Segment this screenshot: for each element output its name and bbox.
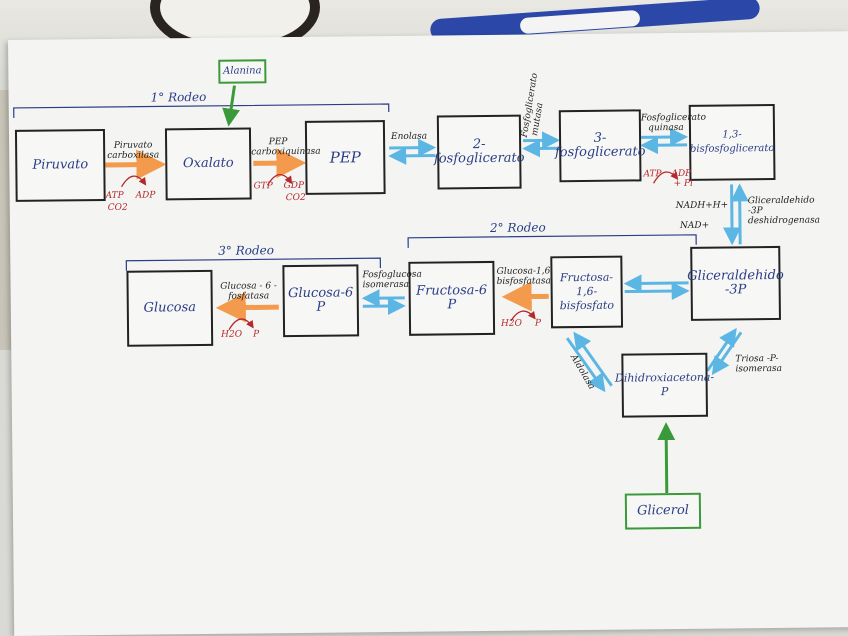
node-alanina: Alanina	[218, 59, 267, 84]
cofactor-co2-1: CO2	[107, 202, 128, 213]
enzyme-pep-carboxiquinasa: PEP carboxiquinasa	[251, 137, 321, 158]
cofactor-gtp: GTP	[253, 181, 273, 192]
rev-pep-2pg	[388, 138, 437, 165]
rev-dhap-gap	[706, 327, 743, 376]
cofactor-h2o-2: H2O	[221, 329, 243, 340]
round-3-title: 3° Rodeo	[218, 243, 275, 258]
pathway-arrows	[13, 85, 749, 494]
cofactor-h2o-1: H2O	[500, 318, 523, 329]
round3-bracket	[125, 257, 382, 271]
round-2-title: 2° Rodeo	[489, 220, 546, 235]
arrow-piruvato-oxalato	[105, 149, 167, 180]
cofactor-nadh: NADH+H+	[675, 200, 729, 212]
round1-bracket	[13, 103, 390, 118]
arrow-oxalato-pep	[253, 148, 307, 179]
arrow-g6p-glucosa	[215, 292, 279, 323]
node-piruvato: Piruvato	[14, 128, 106, 202]
arrow-alanina-oxalato	[222, 85, 240, 127]
node-glicerol: Glicerol	[624, 492, 702, 530]
cofactor-gdp: GDP	[283, 180, 305, 192]
enzyme-enolasa: Enolasa	[390, 131, 428, 142]
node-pep: PEP	[304, 120, 386, 195]
cofactor-atp-1: ATP	[105, 190, 124, 201]
curl-bisfosfatasa	[510, 310, 536, 322]
node-2-fosfoglicerato: 2-fosfoglicerato	[434, 114, 525, 190]
enzyme-triosa-isomerasa: Triosa -P- isomerasa	[735, 353, 782, 375]
node-gliceraldehido-3p: Gliceraldehido -3P	[687, 245, 784, 321]
node-dihidroxiacetona-p: Dihidroxiacetona-P	[615, 352, 714, 418]
node-oxalato: Oxalato	[164, 127, 252, 201]
curl-piruvato-carboxilasa	[120, 175, 147, 188]
enzyme-fosfoglicerato-quinasa: Fosfoglicerato quinasa	[640, 112, 707, 134]
node-3-fosfoglicerato: 3-fosfoglicerato	[555, 109, 646, 183]
rev-13bpg-gap	[723, 183, 749, 246]
cofactor-co2-2: CO2	[285, 192, 306, 204]
rev-2pg-3pg	[522, 131, 561, 158]
enzyme-glucosa16-bisfosfatasa: Glucosa-1,6 bisfosfatasa	[496, 266, 551, 287]
cofactor-adp-2: ADP	[671, 168, 692, 180]
curl-g6-fosfatasa	[228, 318, 254, 331]
enzyme-fosfoglucosa-isomerasa: Fosfoglucosa isomerasa	[362, 269, 422, 291]
cofactor-p-1: P	[534, 318, 542, 329]
arrow-glicerol-dhap	[657, 422, 676, 494]
enzyme-piruvato-carboxilasa: Piruvato carboxilasa	[107, 140, 160, 161]
cofactor-p-2: P	[253, 329, 260, 340]
enzyme-glucosa6-fosfatasa: Glucosa - 6 - fosfatasa	[220, 281, 277, 302]
curl-fosfoglicerato-quinasa	[652, 171, 679, 184]
cofactor-adp-1: ADP	[135, 190, 156, 201]
round-1-title: 1° Rodeo	[150, 89, 207, 105]
paper-sheet: 1° Rodeo 2° Rodeo 3° Rodeo Piruvato Oxal…	[8, 31, 848, 636]
enzyme-gliceraldehido-deshidrogenasa: Gliceraldehido -3P deshidrogenasa	[747, 195, 821, 227]
rev-dhap-f16	[565, 331, 613, 393]
rev-gap-f16	[623, 274, 690, 301]
rev-f6p-g6p	[361, 289, 406, 316]
cofactor-pi: + Pi	[673, 178, 693, 190]
cofactor-nad: NAD+	[679, 220, 710, 231]
curl-pep-carboxiquinasa	[266, 174, 293, 186]
round2-bracket	[407, 234, 697, 248]
node-glucosa-6p: Glucosa-6 P	[282, 264, 360, 338]
node-glucosa: Glucosa	[126, 269, 214, 347]
cofactor-atp-2: ATP	[643, 169, 662, 180]
node-fructosa-16-bisfosfato: Fructosa-1,6-bisfosfato	[550, 255, 624, 329]
rev-3pg-13bpg	[640, 128, 689, 155]
